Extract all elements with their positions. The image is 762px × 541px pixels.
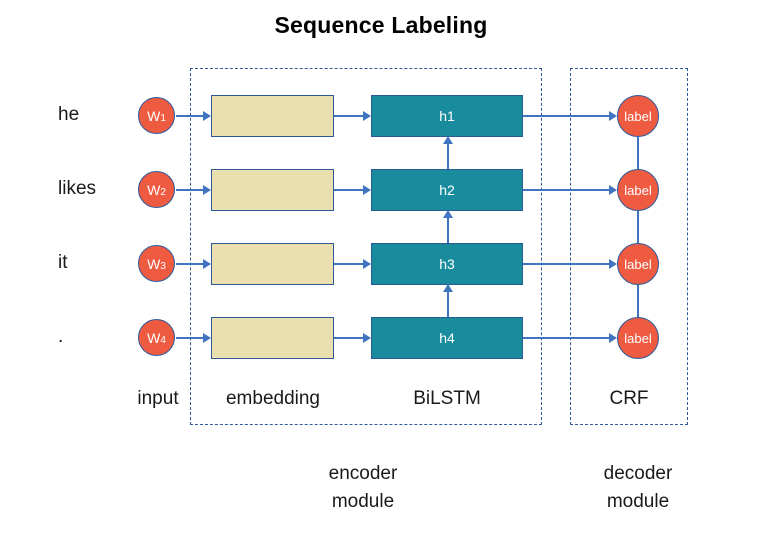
input-word-4: . [58, 326, 64, 347]
bilstm-box-4: h4 [371, 317, 523, 359]
arrowhead-lstm-to-label-3 [609, 259, 617, 269]
token-circle-label-4: W [147, 329, 161, 346]
output-label-circle-2: label [617, 169, 659, 211]
connector-token-to-embed-3 [176, 263, 203, 265]
embedding-box-1 [211, 95, 334, 137]
decoder-module-caption: decoder module [568, 460, 708, 516]
crf-chain-line-3-4 [637, 285, 639, 317]
connector-embed-to-lstm-2 [334, 189, 363, 191]
arrowhead-token-to-embed-3 [203, 259, 211, 269]
token-circle-index-2: 2 [160, 186, 166, 198]
token-circle-label-1: W [147, 107, 161, 124]
arrowhead-embed-to-lstm-3 [363, 259, 371, 269]
token-circle-index-3: 3 [160, 260, 166, 272]
bilstm-box-2: h2 [371, 169, 523, 211]
crf-chain-line-2-3 [637, 211, 639, 243]
encoder-module-caption-line1: encoder [328, 463, 398, 484]
connector-token-to-embed-1 [176, 115, 203, 117]
token-circle-index-1: 1 [160, 112, 166, 124]
bilstm-link-line-2-3 [447, 215, 449, 259]
input-word-1: he [58, 104, 80, 125]
arrowhead-lstm-to-label-1 [609, 111, 617, 121]
bilstm-link-arrowhead-up-2-3 [443, 210, 453, 218]
page-title: Sequence Labeling [274, 12, 488, 38]
decoder-module-frame [570, 68, 688, 425]
arrowhead-token-to-embed-2 [203, 185, 211, 195]
bilstm-link-line-3-4 [447, 289, 449, 333]
input-word-2: likes [58, 178, 97, 199]
stage-caption-crf: CRF [609, 388, 649, 409]
encoder-module-caption: encoder module [293, 460, 433, 516]
connector-lstm-to-label-1 [523, 115, 613, 117]
encoder-module-frame [190, 68, 542, 425]
stage-caption-bilstm: BiLSTM [413, 388, 481, 409]
encoder-module-caption-line2: module [331, 491, 395, 512]
bilstm-box-3: h3 [371, 243, 523, 285]
token-circle-label-2: W [147, 181, 161, 198]
token-circle-index-4: 4 [160, 334, 166, 346]
embedding-box-3 [211, 243, 334, 285]
embedding-box-4 [211, 317, 334, 359]
decoder-module-caption-line2: module [606, 491, 670, 512]
arrowhead-embed-to-lstm-1 [363, 111, 371, 121]
connector-token-to-embed-4 [176, 337, 203, 339]
bilstm-link-arrowhead-up-1-2 [443, 136, 453, 144]
arrowhead-lstm-to-label-4 [609, 333, 617, 343]
bilstm-box-1: h1 [371, 95, 523, 137]
arrowhead-lstm-to-label-2 [609, 185, 617, 195]
stage-caption-embedding: embedding [225, 388, 321, 409]
crf-chain-line-1-2 [637, 137, 639, 169]
bilstm-link-line-1-2 [447, 141, 449, 185]
arrowhead-embed-to-lstm-2 [363, 185, 371, 195]
output-label-circle-3: label [617, 243, 659, 285]
arrowhead-token-to-embed-1 [203, 111, 211, 121]
input-word-3: it [58, 252, 68, 273]
connector-lstm-to-label-4 [523, 337, 613, 339]
connector-embed-to-lstm-4 [334, 337, 363, 339]
token-circle-label-3: W [147, 255, 161, 272]
bilstm-link-arrowhead-up-3-4 [443, 284, 453, 292]
connector-lstm-to-label-3 [523, 263, 613, 265]
output-label-circle-4: label [617, 317, 659, 359]
arrowhead-token-to-embed-4 [203, 333, 211, 343]
connector-embed-to-lstm-1 [334, 115, 363, 117]
connector-lstm-to-label-2 [523, 189, 613, 191]
connector-token-to-embed-2 [176, 189, 203, 191]
connector-embed-to-lstm-3 [334, 263, 363, 265]
embedding-box-2 [211, 169, 334, 211]
output-label-circle-1: label [617, 95, 659, 137]
stage-caption-input: input [137, 388, 179, 409]
decoder-module-caption-line1: decoder [603, 463, 673, 484]
arrowhead-embed-to-lstm-4 [363, 333, 371, 343]
